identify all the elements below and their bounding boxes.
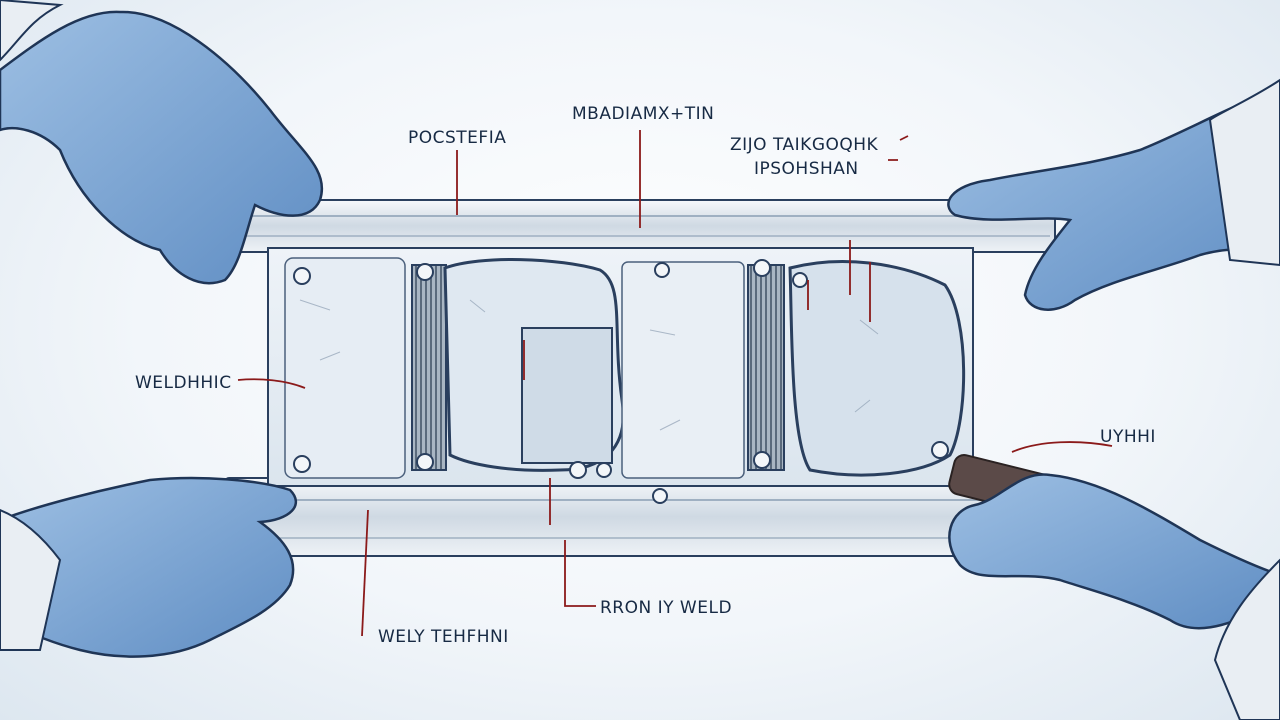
right-rib-block [747,264,785,471]
label-left: WELDHHIC [135,373,232,393]
glove-top-left [0,0,324,285]
glove-bottom-left [0,476,297,658]
bolts [293,259,949,504]
annotation-labels: POCSTEFIA MBADIAMX+TIN ZIJO TAIKGOQHK IP… [135,104,1156,647]
annotation-leaders [237,130,1113,637]
bottom-rail [224,477,986,557]
leader-left [237,378,306,389]
leader-bottom-left [361,509,369,637]
leader-top-right [849,135,909,322]
glove-top-right [947,78,1280,311]
label-top-right-line2: IPSOHSHAN [754,159,859,179]
label-bottom-left: WELY TEHFHNI [378,627,509,647]
label-top-center: MBADIAMX+TIN [572,104,714,124]
label-bottom-right: RRON IY WELD [600,598,732,618]
metal-plate-assembly [224,199,1056,557]
weld-seam-right [788,260,966,477]
patch-plate [521,327,613,464]
left-rib-block [411,264,447,471]
label-top-right-line1: ZIJO TAIKGOQHK [730,135,879,155]
label-top-left: POCSTEFIA [408,128,506,148]
leader-bottom-right [549,478,596,607]
leader-right [1011,441,1113,453]
label-right: UYHHI [1100,427,1156,447]
glove-bottom-right [948,453,1280,720]
